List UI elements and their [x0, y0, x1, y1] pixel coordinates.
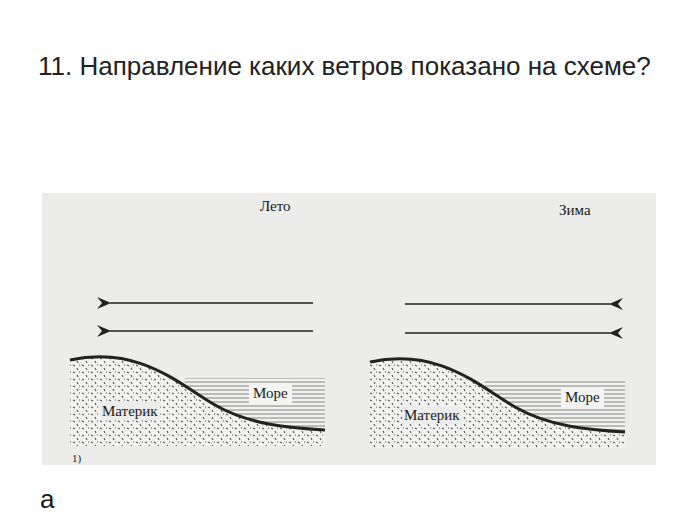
land-label: Материк — [100, 402, 160, 420]
season-label: Лето — [258, 197, 293, 215]
figure-number: 1) — [70, 452, 83, 465]
question-title: 11. Направление каких ветров показано на… — [38, 42, 653, 90]
sea-label: Море — [561, 387, 604, 407]
sea-label: Море — [249, 383, 292, 403]
season-label: Зима — [557, 201, 593, 219]
land-label: Материк — [402, 406, 462, 424]
answer-letter: а — [38, 484, 56, 513]
